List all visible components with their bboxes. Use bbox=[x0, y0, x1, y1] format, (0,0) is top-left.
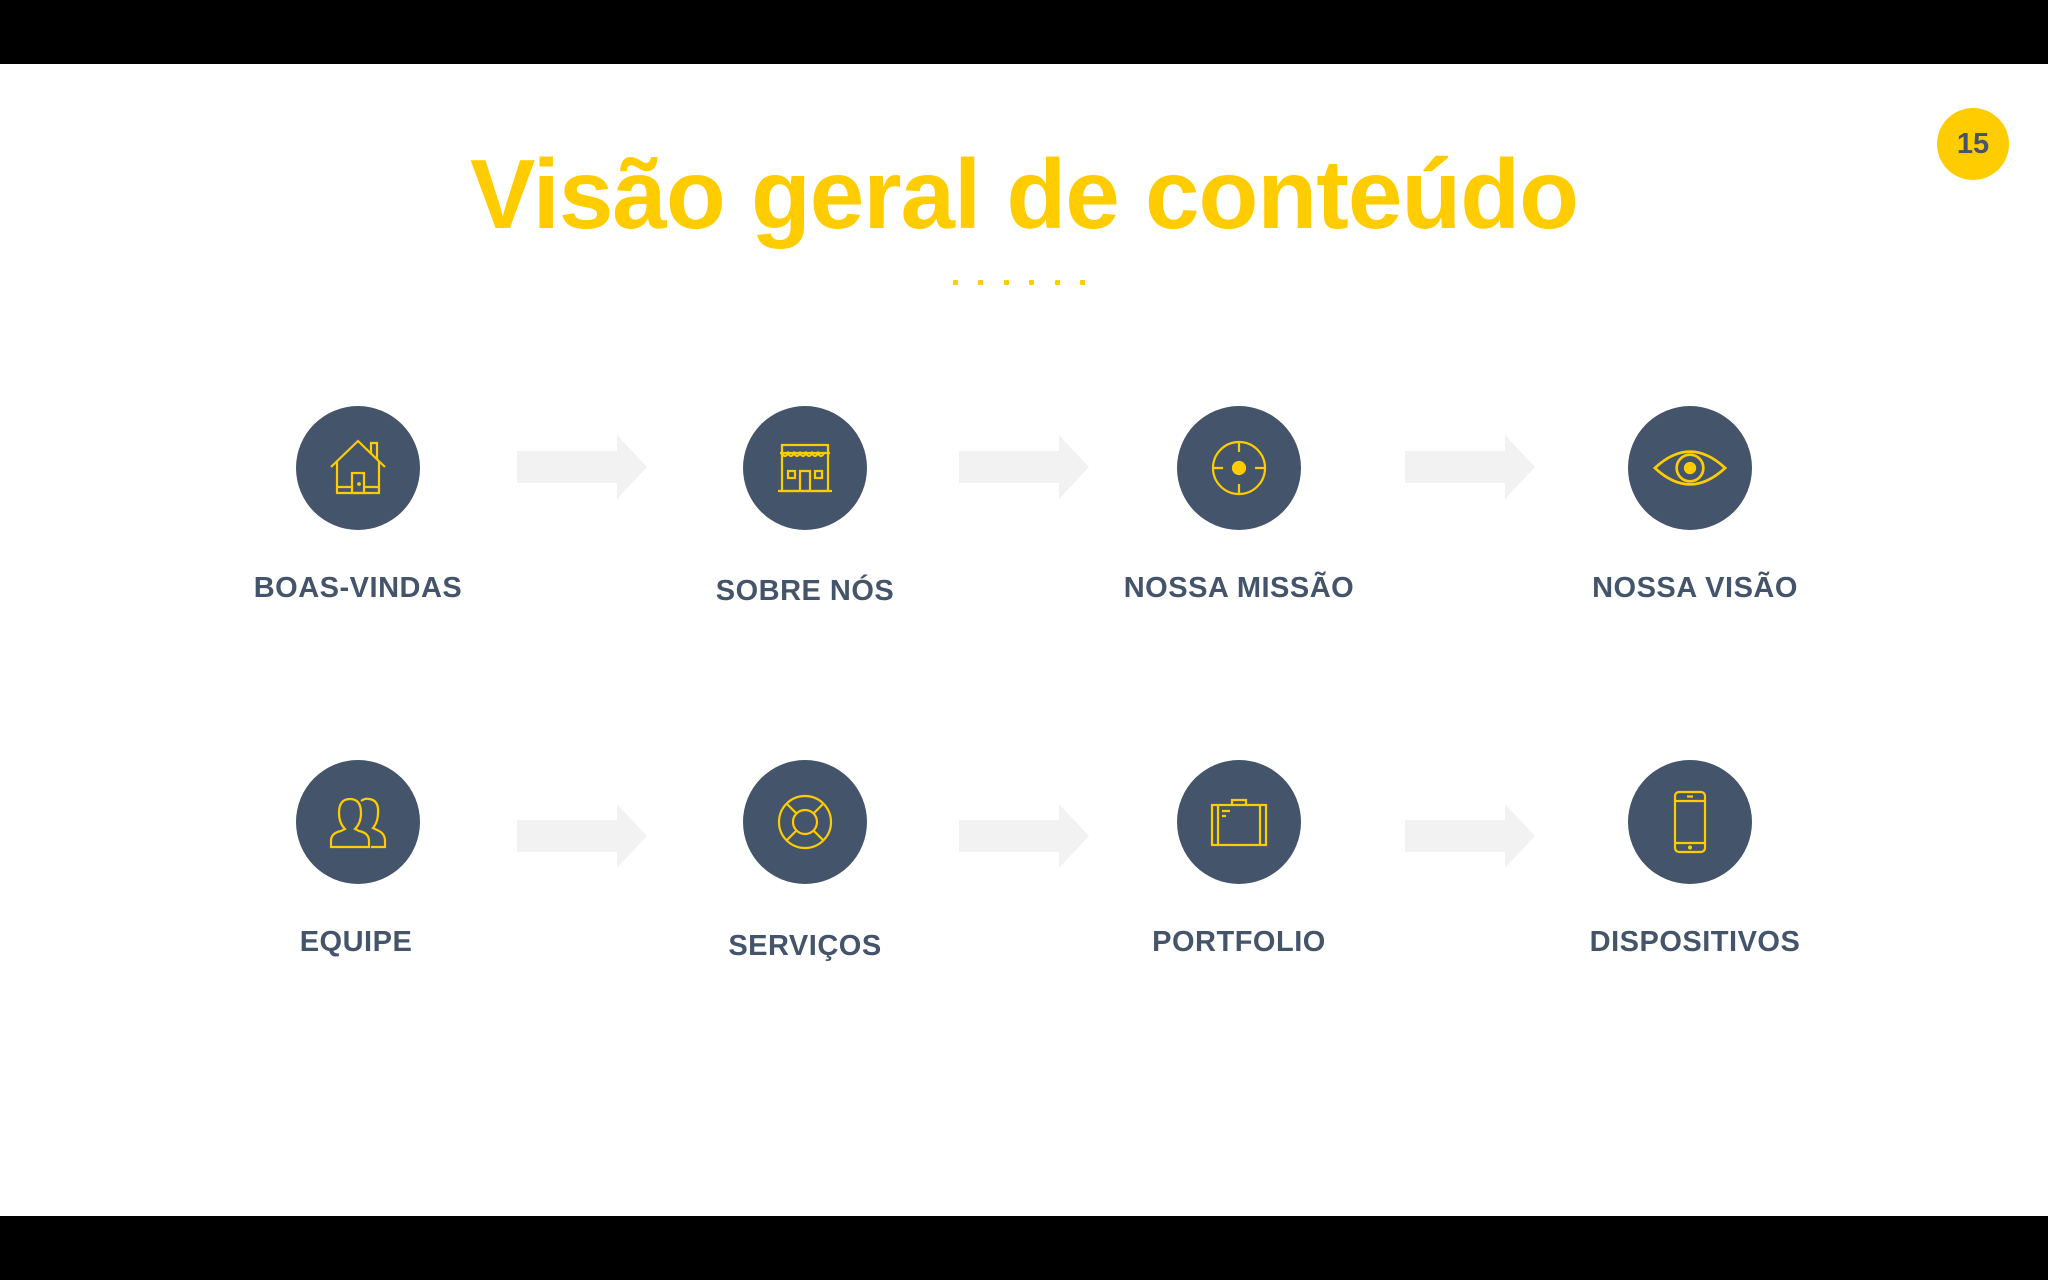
page-number-badge: 15 bbox=[1937, 108, 2009, 180]
bottom-letterbox-bar bbox=[0, 1216, 2048, 1280]
eye-icon bbox=[1628, 406, 1752, 530]
arrow-right-icon bbox=[1405, 435, 1535, 499]
target-icon bbox=[1177, 406, 1301, 530]
team-icon bbox=[296, 760, 420, 884]
house-icon bbox=[296, 406, 420, 530]
label-boas-vindas: BOAS-VINDAS bbox=[253, 572, 463, 604]
label-equipe: EQUIPE bbox=[299, 926, 413, 958]
arrow-right-icon bbox=[517, 804, 647, 868]
smartphone-icon bbox=[1628, 760, 1752, 884]
label-portfolio: PORTFOLIO bbox=[1152, 926, 1326, 958]
lifebuoy-icon bbox=[743, 760, 867, 884]
briefcase-icon bbox=[1177, 760, 1301, 884]
label-nossa-visao: NOSSA VISÃO bbox=[1592, 572, 1798, 604]
top-letterbox-bar bbox=[0, 0, 2048, 64]
arrow-right-icon bbox=[959, 804, 1089, 868]
label-nossa-missao: NOSSA MISSÃO bbox=[1123, 572, 1355, 604]
storefront-icon bbox=[743, 406, 867, 530]
slide-title: Visão geral de conteúdo bbox=[470, 139, 1579, 249]
arrow-right-icon bbox=[517, 435, 647, 499]
arrow-right-icon bbox=[1405, 804, 1535, 868]
label-dispositivos: DISPOSITIVOS bbox=[1589, 926, 1801, 958]
label-sobre-nos: SOBRE NÓS bbox=[715, 575, 895, 607]
arrow-right-icon bbox=[959, 435, 1089, 499]
label-servicos: SERVIÇOS bbox=[728, 930, 882, 962]
title-divider-dots bbox=[953, 280, 1085, 285]
